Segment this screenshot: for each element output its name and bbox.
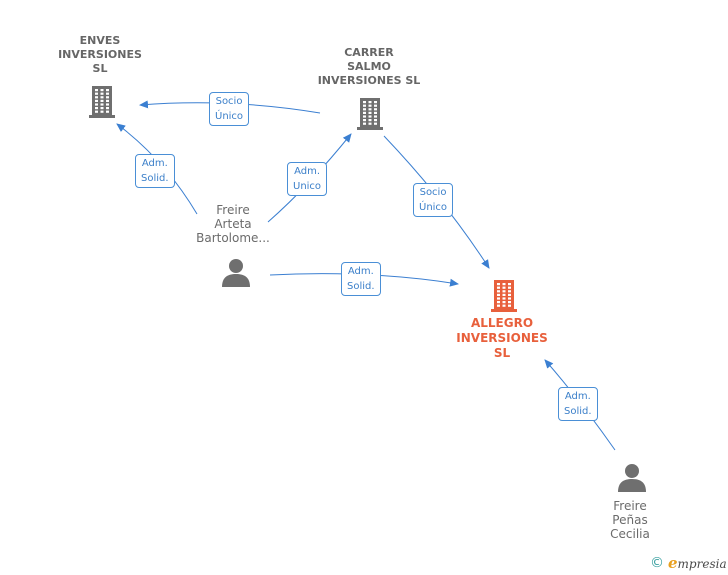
edge-label-arteta-carrer[interactable]: Adm. Unico [287, 162, 328, 196]
node-label-enves[interactable]: ENVES INVERSIONES SL [58, 34, 142, 75]
edge-label-penas-allegro[interactable]: Adm. Solid. [558, 387, 598, 421]
node-label-freire-penas[interactable]: Freire Peñas Cecilia [610, 499, 650, 541]
freire-penas-person-icon[interactable] [616, 462, 648, 494]
node-label-allegro[interactable]: ALLEGRO INVERSIONES SL [456, 316, 548, 360]
copyright-icon: © [650, 555, 664, 571]
node-label-freire-arteta[interactable]: Freire Arteta Bartolome... [196, 203, 270, 245]
node-label-carrer[interactable]: CARRER SALMO INVERSIONES SL [317, 46, 421, 87]
footer-brand: © empresia [650, 554, 727, 572]
edge-label-carrer-enves[interactable]: Socio Único [209, 92, 250, 126]
empresia-logo[interactable]: empresia [668, 554, 727, 572]
edge-label-arteta-allegro[interactable]: Adm. Solid. [341, 262, 381, 296]
carrer-building-icon[interactable] [354, 96, 386, 130]
freire-arteta-person-icon[interactable] [220, 257, 252, 289]
enves-building-icon[interactable] [86, 84, 118, 118]
edge-label-carrer-allegro[interactable]: Socio Único [413, 183, 454, 217]
edge-label-arteta-enves[interactable]: Adm. Solid. [135, 154, 175, 188]
allegro-building-icon[interactable] [488, 278, 520, 312]
